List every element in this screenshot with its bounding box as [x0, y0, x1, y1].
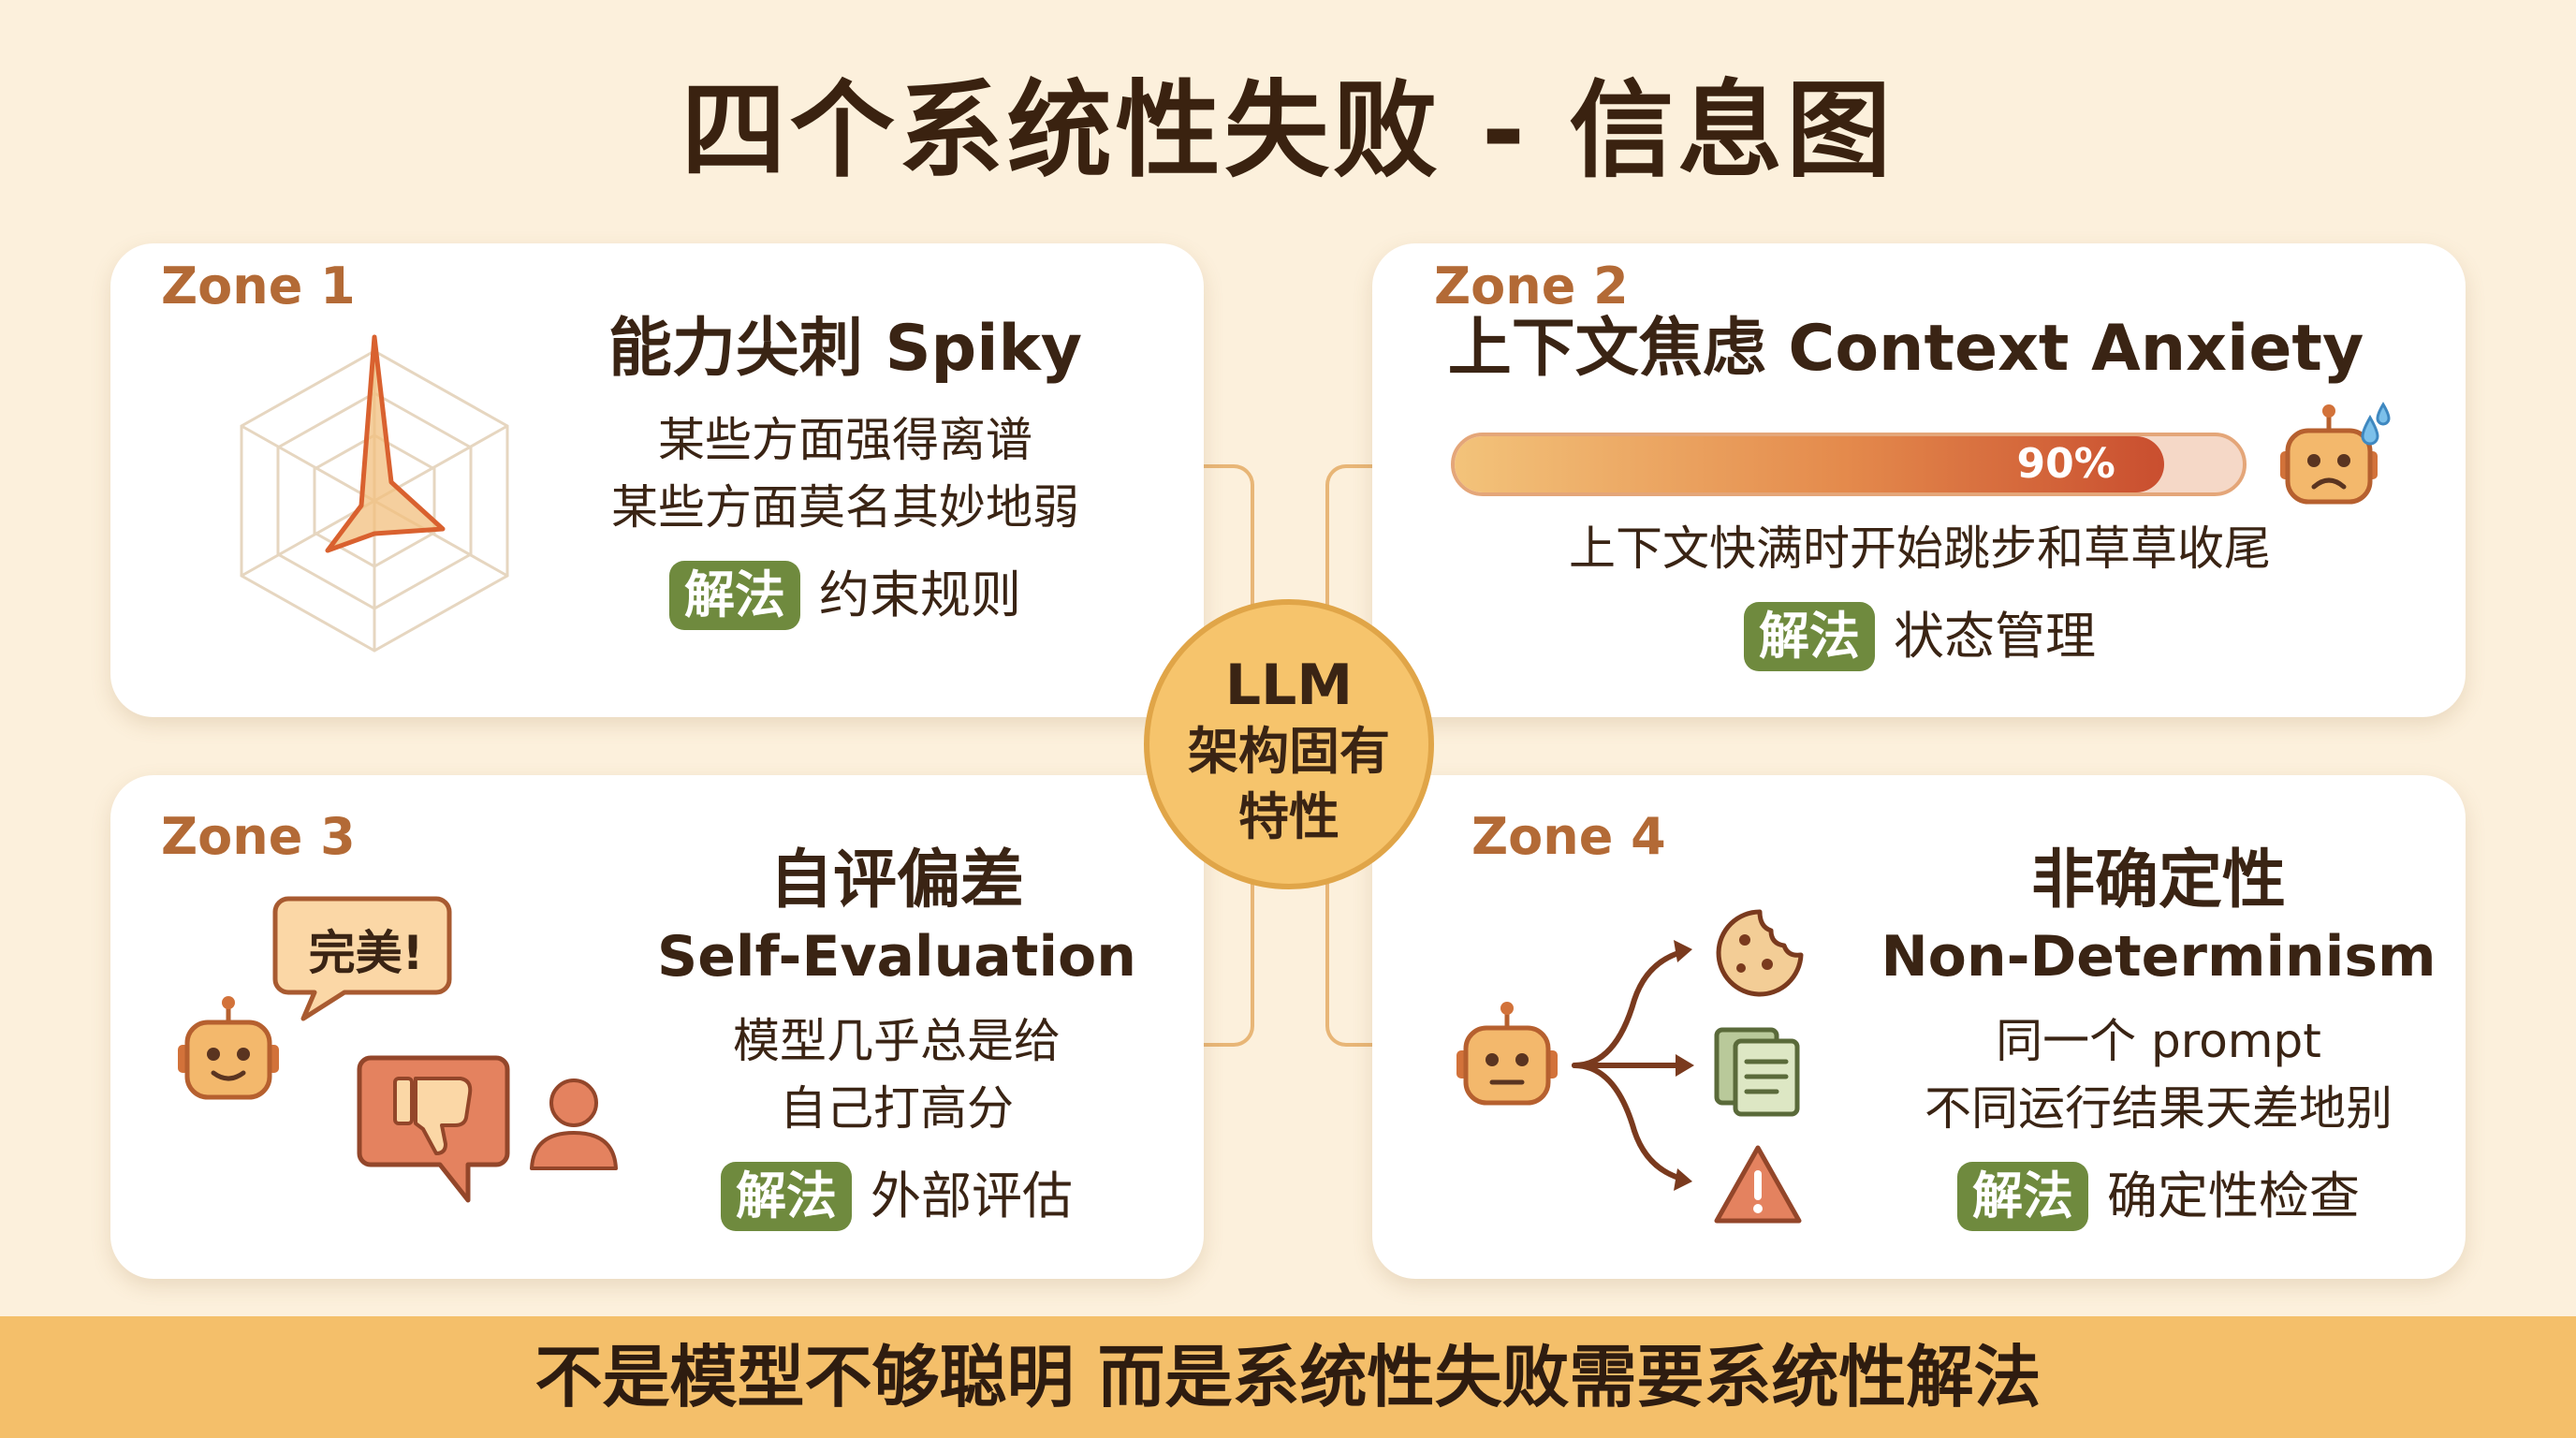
- zone-1-desc-line-1: 某些方面强得离谱: [658, 413, 1032, 467]
- zone-2-solution: 解法状态管理: [1410, 599, 2430, 674]
- center-circle: LLM 架构固有特性: [1144, 599, 1434, 889]
- zone-3-desc-line-1: 模型几乎总是给: [733, 1014, 1061, 1068]
- warning-icon: [1714, 1145, 1802, 1224]
- zone-3-solution-text: 外部评估: [871, 1167, 1073, 1225]
- worried-robot-icon: [2280, 402, 2391, 505]
- branch-arrows-icon: [1572, 940, 1694, 1191]
- documents-icon: [1714, 1027, 1800, 1117]
- progress-label: 90%: [2016, 440, 2115, 488]
- zone-4-desc-line-1: 同一个 prompt: [1996, 1014, 2321, 1068]
- center-subtitle: 架构固有特性: [1188, 722, 1390, 846]
- solution-badge: 解法: [1744, 602, 1875, 671]
- zone-3-subheading: Self-Evaluation: [657, 924, 1136, 990]
- zone-3-desc-line-2: 自己打高分: [780, 1081, 1014, 1136]
- zone-1-solution-text: 约束规则: [819, 565, 1021, 624]
- connector-line: [1204, 884, 1254, 1047]
- solution-badge: 解法: [721, 1162, 852, 1231]
- center-title: LLM: [1224, 653, 1354, 718]
- zone-1-desc-line-2: 某些方面莫名其妙地弱: [611, 480, 1079, 535]
- radar-chart-icon: [240, 334, 509, 653]
- zone-4-solution-text: 确定性检查: [2107, 1167, 2360, 1225]
- zone-4-subheading: Non-Determinism: [1881, 924, 2437, 990]
- zone-2-solution-text: 状态管理: [1894, 607, 2096, 666]
- zone-3-heading: 自评偏差: [768, 844, 1024, 917]
- solution-badge: 解法: [669, 561, 800, 630]
- zone-2-desc-line-1: 上下文快满时开始跳步和草草收尾: [1569, 521, 2271, 576]
- progress-fill: 90%: [1455, 436, 2164, 492]
- zone-4-desc-line-2: 不同运行结果天差地别: [1925, 1081, 2393, 1136]
- zone-label: Zone 1: [161, 257, 356, 315]
- solution-badge: 解法: [1957, 1162, 2088, 1231]
- footer-banner: 不是模型不够聪明 而是系统性失败需要系统性解法: [0, 1316, 2576, 1438]
- zone-1-card: Zone 1 能力尖刺 Spiky 某些方面强得离谱 某些方面莫名其妙地弱 解法…: [110, 243, 1204, 717]
- context-progress-bar: 90%: [1451, 433, 2247, 496]
- zone-4-heading: 非确定性: [2030, 844, 2286, 917]
- connector-line: [1325, 464, 1376, 609]
- zone-2-heading: 上下文焦虑 Context Anxiety: [1447, 312, 2364, 386]
- zone-label: Zone 3: [161, 807, 356, 866]
- robot-icon: [178, 996, 279, 1100]
- zone-4-card: Zone 4 非确定性 Non-Determinism 同一个 prompt 不…: [1372, 775, 2466, 1279]
- thumbs-down-icon: [357, 1055, 510, 1203]
- robot-icon: [1456, 1002, 1558, 1106]
- zone-1-heading: 能力尖刺 Spiky: [607, 312, 1083, 386]
- sweat-drop-icon: [2361, 414, 2379, 446]
- zone-3-solution: 解法外部评估: [635, 1159, 1159, 1234]
- person-icon: [530, 1078, 618, 1170]
- speech-bubble-icon: [272, 896, 452, 1021]
- zone-label: Zone 4: [1471, 807, 1666, 866]
- zone-4-solution: 解法确定性检查: [1868, 1159, 2449, 1234]
- zone-1-solution: 解法约束规则: [513, 558, 1178, 633]
- connector-line: [1325, 884, 1376, 1047]
- connector-line: [1204, 464, 1254, 609]
- page-title: 四个系统性失败 - 信息图: [681, 70, 1895, 192]
- zone-label: Zone 2: [1434, 257, 1629, 315]
- zone-3-card: Zone 3 自评偏差 Self-Evaluation 模型几乎总是给 自己打高…: [110, 775, 1204, 1279]
- cookie-icon: [1716, 909, 1804, 997]
- bubble-text: 完美!: [308, 926, 424, 980]
